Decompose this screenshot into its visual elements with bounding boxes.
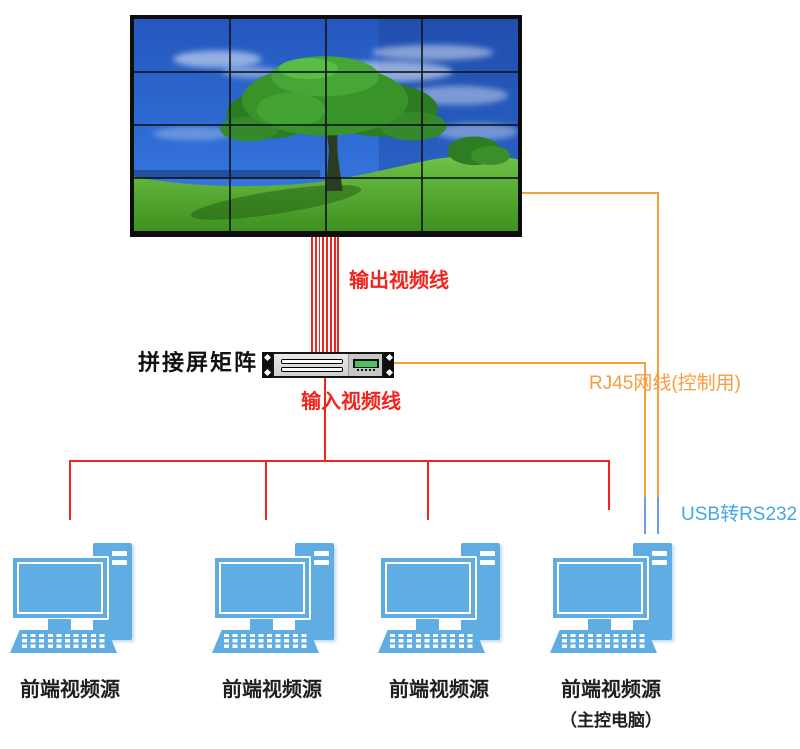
matrix-lcd-display bbox=[352, 359, 379, 368]
rack-ear-right bbox=[384, 352, 394, 378]
rj45-cable-from-wall-vertical bbox=[657, 192, 659, 497]
computer-video-source-1 bbox=[10, 542, 134, 654]
pc-monitor-stand bbox=[250, 619, 273, 632]
rj45-cable-from-wall-horizontal bbox=[522, 192, 659, 194]
input-cable-label: 输入视频线 bbox=[301, 391, 401, 413]
matrix-switcher-device bbox=[262, 352, 394, 378]
rj45-cable-from-matrix-horizontal bbox=[394, 362, 646, 364]
pc-monitor-stand bbox=[416, 619, 439, 632]
rack-ear-left bbox=[262, 352, 272, 378]
computer-label-3: 前端视频源 bbox=[389, 679, 489, 701]
pc-monitor-stand bbox=[48, 619, 71, 632]
pc-keyboard-icon bbox=[10, 630, 117, 653]
matrix-display-panel bbox=[348, 354, 382, 376]
pc-keyboard-icon bbox=[550, 630, 657, 653]
bus-drop-4 bbox=[608, 460, 610, 510]
video-wall-grid bbox=[134, 19, 518, 231]
pc-monitor-stand bbox=[588, 619, 611, 632]
computer-sublabel-main-control: （主控电脑） bbox=[560, 711, 662, 730]
matrix-front-panel bbox=[272, 352, 384, 378]
screw-icon bbox=[263, 368, 271, 377]
screw-icon bbox=[385, 368, 393, 377]
computer-video-source-3 bbox=[378, 542, 502, 654]
bus-drop-1 bbox=[69, 460, 71, 520]
pc-monitor-icon bbox=[11, 556, 109, 620]
computer-video-source-4-main-control bbox=[550, 542, 674, 654]
pc-monitor-icon bbox=[379, 556, 477, 620]
input-bus-line bbox=[69, 460, 610, 462]
lcd-screen bbox=[354, 360, 377, 367]
output-cable-label: 输出视频线 bbox=[349, 270, 449, 292]
computer-label-1: 前端视频源 bbox=[20, 679, 120, 701]
matrix-buttons bbox=[356, 369, 375, 371]
computer-label-4: 前端视频源 bbox=[561, 679, 661, 701]
pc-monitor-icon bbox=[551, 556, 649, 620]
output-video-cables bbox=[311, 237, 340, 352]
matrix-card-slot bbox=[281, 358, 343, 364]
rj45-cable-from-matrix-vertical bbox=[644, 362, 646, 497]
matrix-card-slots bbox=[281, 358, 343, 372]
matrix-label: 拼接屏矩阵 bbox=[138, 350, 259, 375]
bus-drop-2 bbox=[265, 460, 267, 520]
pc-keyboard-icon bbox=[212, 630, 319, 653]
screw-icon bbox=[385, 353, 393, 362]
video-wall bbox=[130, 15, 522, 237]
matrix-card-slot bbox=[281, 366, 343, 372]
bus-drop-3 bbox=[427, 460, 429, 520]
input-video-cable bbox=[324, 377, 326, 461]
pc-keyboard-icon bbox=[378, 630, 485, 653]
rj45-cable-label: RJ45网线(控制用) bbox=[589, 373, 742, 394]
screw-icon bbox=[263, 353, 271, 362]
pc-monitor-icon bbox=[213, 556, 311, 620]
usb-rs232-cable-1 bbox=[644, 497, 646, 534]
usb-rs232-label: USB转RS232 bbox=[681, 504, 798, 525]
computer-label-2: 前端视频源 bbox=[222, 679, 322, 701]
computer-video-source-2 bbox=[212, 542, 336, 654]
usb-rs232-cable-2 bbox=[657, 497, 659, 534]
